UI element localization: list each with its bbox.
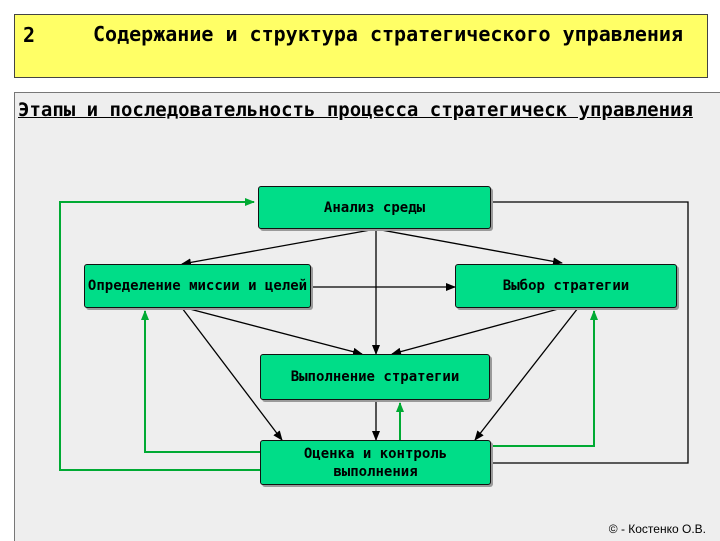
- green-loop-evaluation-to-mission: [141, 310, 260, 453]
- diagram-subtitle: Этапы и последовательность процесса стра…: [18, 99, 693, 121]
- arrow-analysis-to-choice: [375, 228, 563, 266]
- slide-number: 2: [23, 23, 36, 47]
- box-choice: Выбор стратегии: [455, 264, 677, 308]
- arrow-choice-to-evaluation: [474, 307, 579, 441]
- arrow-mission-to-evaluation: [181, 307, 283, 441]
- box-mission: Определение миссии и целей: [84, 264, 311, 308]
- green-loop-evaluation-to-choice: [491, 310, 598, 447]
- slide-title: Содержание и структура стратегического у…: [93, 22, 684, 46]
- arrow-mission-to-execution: [181, 306, 363, 356]
- slide-header: 2 Содержание и структура стратегического…: [14, 14, 708, 78]
- green-loop-evaluation-to-analysis: [59, 198, 260, 471]
- arrow-analysis-to-mission: [181, 228, 377, 267]
- black-loop-evaluation-to-analysis: [491, 201, 689, 464]
- arrow-choice-to-execution: [391, 307, 563, 356]
- box-evaluation: Оценка и контроль выполнения: [260, 440, 491, 485]
- author-credit: © - Костенко О.В.: [608, 522, 706, 536]
- box-execution: Выполнение стратегии: [260, 354, 490, 400]
- box-analysis: Анализ среды: [258, 186, 491, 229]
